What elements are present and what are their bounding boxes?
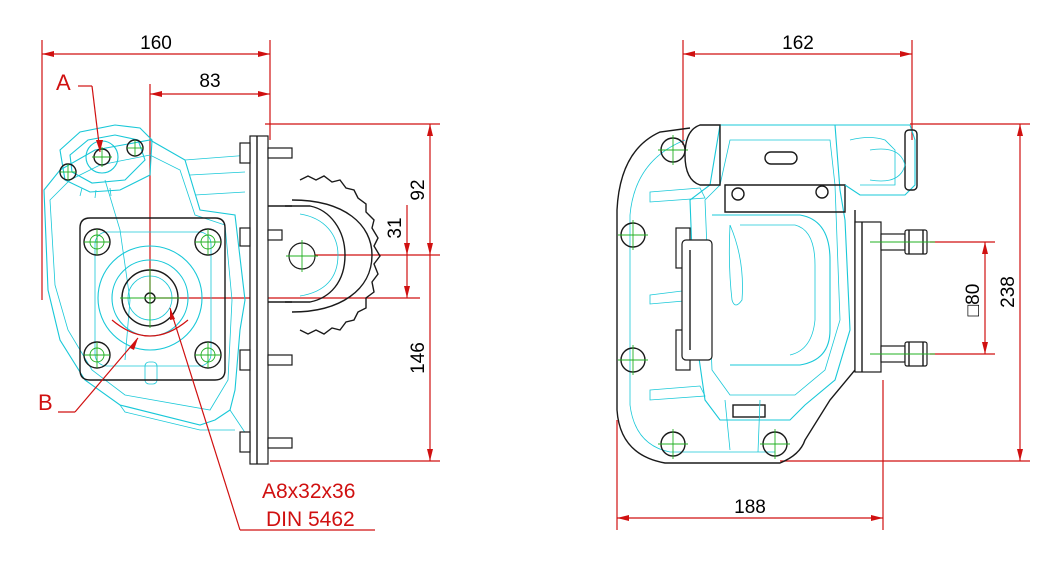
label-b: B: [38, 390, 53, 415]
left-view: 160 83 92 31: [38, 33, 440, 531]
dim-83-text: 83: [199, 71, 220, 92]
spec-line-2: DIN 5462: [266, 508, 355, 531]
housing-front: [689, 124, 851, 453]
label-b-group: B: [38, 337, 139, 415]
shift-actuator: [684, 124, 918, 196]
mounting-plate-front: [616, 127, 856, 464]
dim-188-text: 188: [734, 497, 766, 518]
dim-188: 188: [616, 380, 884, 530]
right-view: 162 188 238 □80: [616, 33, 1030, 530]
dim-92-text: 92: [408, 179, 429, 200]
dim-238-text: 238: [998, 276, 1019, 308]
dim-31-text: 31: [385, 217, 406, 238]
dim-92: 92: [265, 123, 440, 255]
dim-162-text: 162: [782, 33, 814, 54]
label-a-group: A: [56, 70, 103, 153]
dim-83: 83: [149, 71, 270, 300]
dim-162: 162: [682, 33, 913, 145]
side-flange: [854, 221, 935, 373]
dim-238: 238: [780, 123, 1030, 462]
left-bolts: [675, 227, 713, 371]
dim-146-text: 146: [408, 342, 429, 374]
dim-80: □80: [930, 241, 995, 355]
spec-line-1: A8x32x36: [262, 480, 355, 503]
dim-31: 31: [150, 205, 440, 299]
dim-160: 160: [41, 33, 271, 300]
spec-group: A8x32x36 DIN 5462: [169, 307, 375, 531]
mounting-flange: [239, 135, 293, 465]
dim-160-text: 160: [140, 33, 172, 54]
dim-146: 146: [270, 255, 440, 462]
output-flange: [79, 217, 226, 381]
drive-gear: [268, 175, 381, 335]
label-a: A: [56, 70, 71, 95]
dim-80-text: □80: [963, 284, 984, 317]
